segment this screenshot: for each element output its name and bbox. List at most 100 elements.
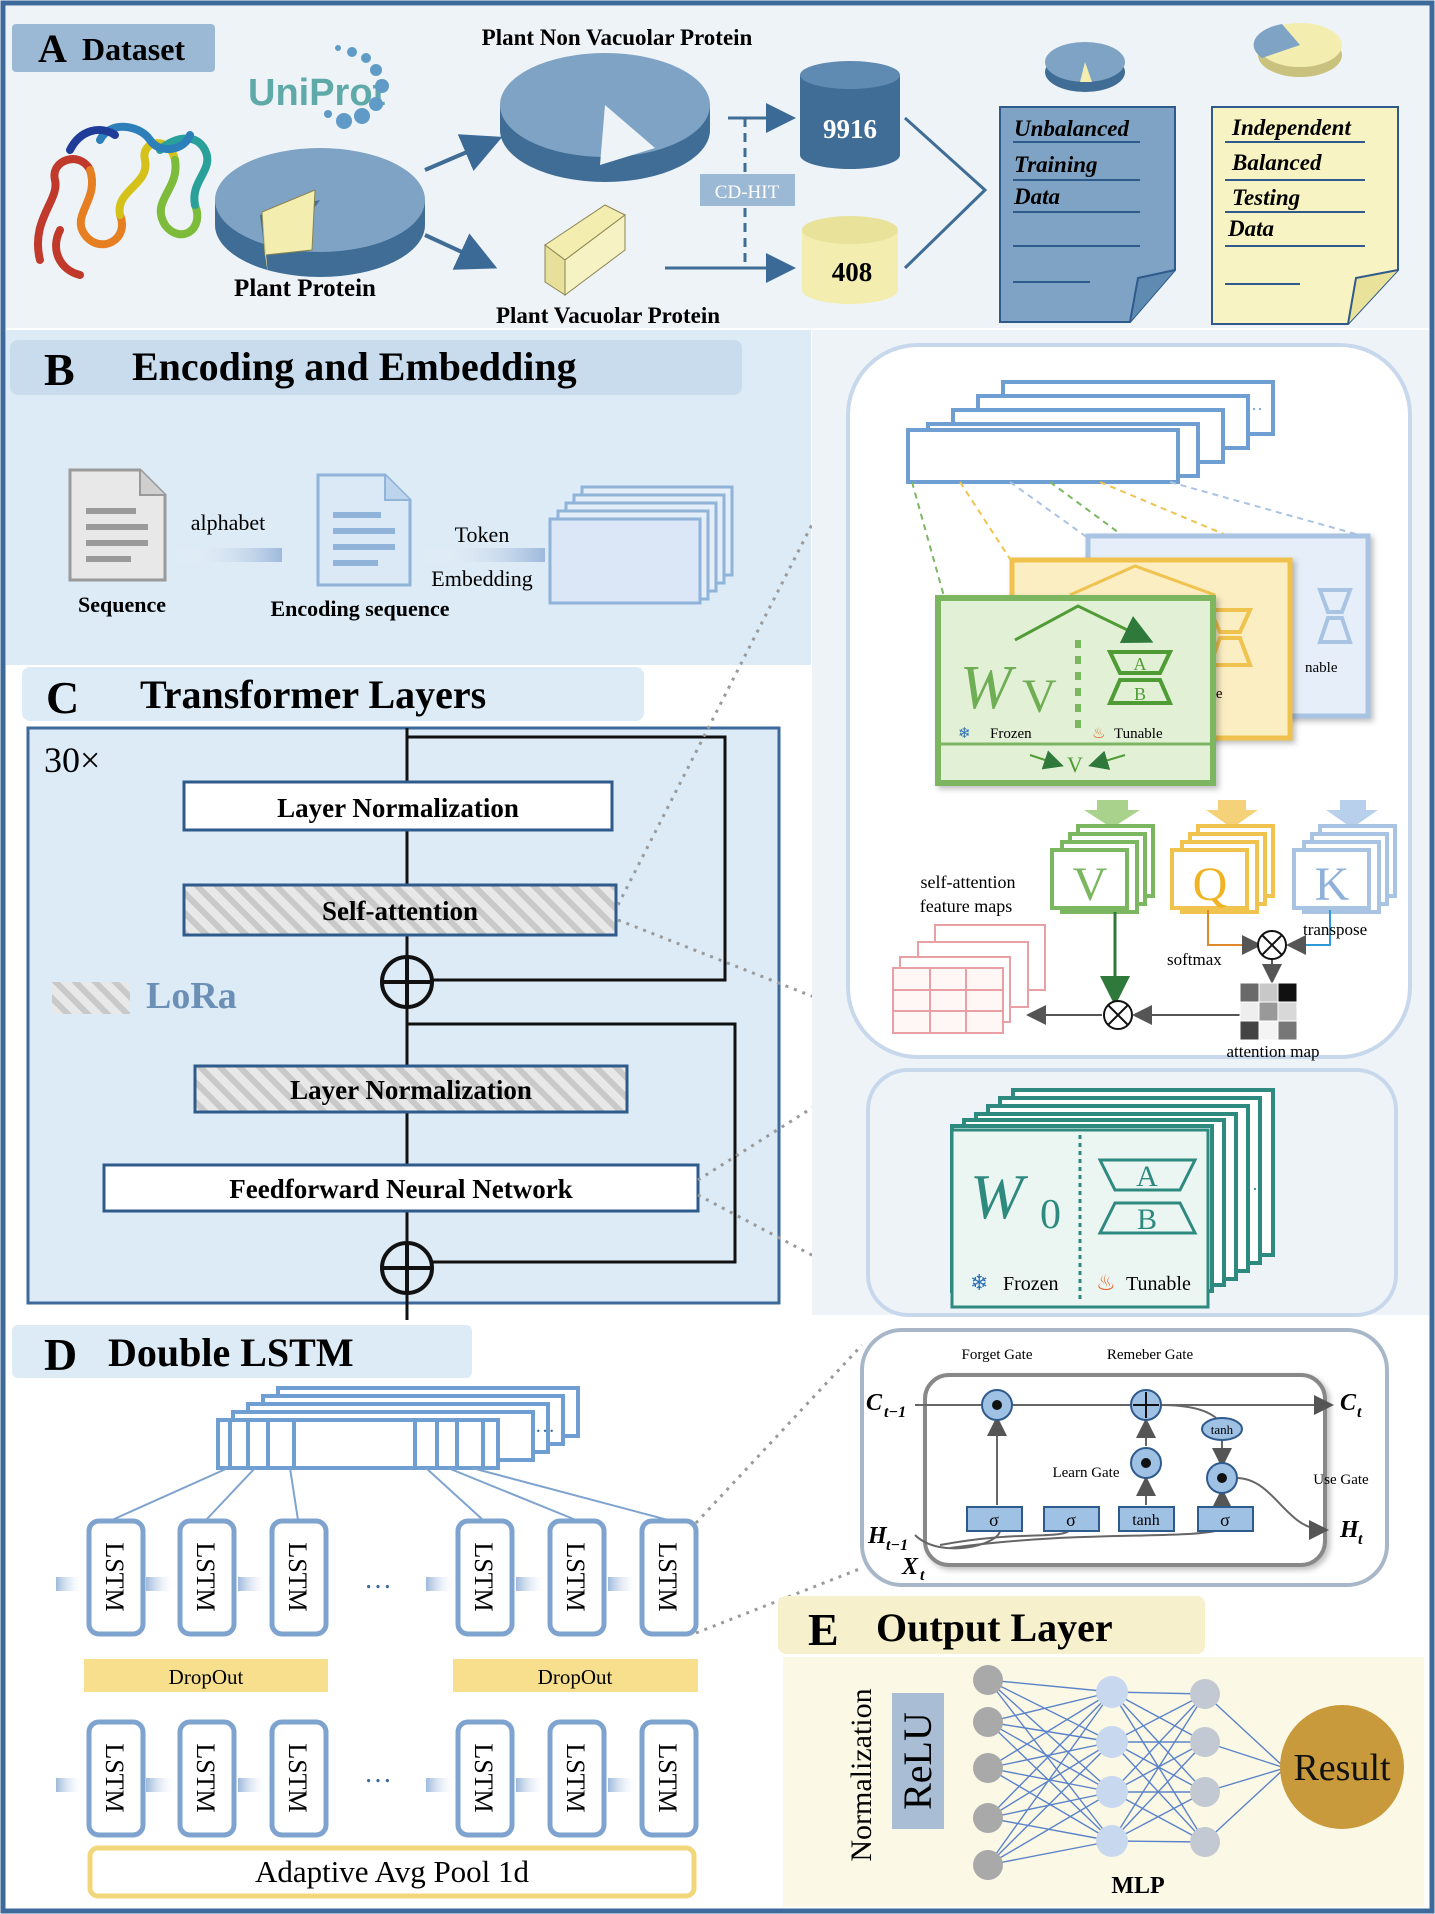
arrow-to-vacuolar — [424, 233, 498, 270]
svg-text:W: W — [960, 654, 1017, 722]
svg-text:Frozen: Frozen — [990, 726, 1032, 742]
plant-protein-label: Plant Protein — [234, 275, 376, 302]
snowflake-icon: ❄ — [970, 1270, 988, 1295]
svg-text:DropOut: DropOut — [169, 1665, 244, 1689]
svg-text:Embedding: Embedding — [431, 566, 532, 591]
svg-text:Learn Gate: Learn Gate — [1052, 1465, 1119, 1481]
vacuolar-label: Plant Vacuolar Protein — [496, 303, 720, 328]
lora-legend-swatch — [52, 982, 130, 1014]
testing-data-document: Independent Balanced Testing Data — [1211, 23, 1399, 325]
cylinder-9916: 9916 — [800, 61, 900, 169]
non-vacuolar-label: Plant Non Vacuolar Protein — [482, 25, 753, 50]
vacuolar-wedge — [544, 204, 626, 296]
training-data-document: Unbalanced Training Data — [999, 42, 1176, 323]
arrow-to-non-vacuolar — [424, 134, 503, 172]
svg-text:…: … — [364, 1564, 392, 1595]
svg-text:nable: nable — [1305, 660, 1338, 676]
count-9916: 9916 — [823, 114, 877, 144]
svg-text:LSTM: LSTM — [561, 1542, 590, 1611]
svg-text:A: A — [1136, 1160, 1158, 1193]
adaptive-pool-block — [87, 1845, 697, 1899]
lstm-row-1-labels: LSTM LSTM LSTM LSTM LSTM LSTM — [100, 1542, 682, 1611]
svg-text:Q: Q — [1193, 858, 1228, 911]
lstm-input-lines — [111, 1467, 669, 1521]
svg-text:A: A — [1134, 654, 1147, 674]
svg-text:W: W — [970, 1161, 1029, 1232]
flame-icon: ♨ — [1092, 725, 1105, 742]
token-embedding-arrow — [420, 548, 545, 562]
svg-text:V: V — [1073, 858, 1108, 911]
section-e-output: E Output Layer Normalization ReLU MLP — [778, 1596, 1424, 1907]
svg-text:LSTM: LSTM — [100, 1743, 129, 1812]
lstm-row-1-arrows — [56, 1577, 638, 1591]
svg-text:LSTM: LSTM — [469, 1542, 498, 1611]
svg-text:LoRa: LoRa — [146, 975, 237, 1017]
svg-text:LSTM: LSTM — [191, 1542, 220, 1611]
svg-text:Output Layer: Output Layer — [876, 1605, 1113, 1650]
svg-text:σ: σ — [1066, 1510, 1076, 1530]
svg-text:LSTM: LSTM — [191, 1743, 220, 1812]
svg-text:Data: Data — [1013, 184, 1060, 209]
svg-text:σ: σ — [989, 1510, 999, 1530]
svg-text:E: E — [808, 1604, 839, 1655]
snowflake-icon: ❄ — [958, 725, 971, 742]
svg-text:LSTM: LSTM — [283, 1743, 312, 1812]
svg-text:Normalization: Normalization — [845, 1688, 878, 1861]
section-a-tab — [12, 24, 215, 72]
svg-text:ReLU: ReLU — [895, 1712, 940, 1810]
svg-text:DropOut: DropOut — [538, 1665, 613, 1689]
svg-text:V: V — [1067, 752, 1083, 777]
svg-text:…: … — [1246, 1174, 1264, 1194]
svg-text:K: K — [1315, 858, 1350, 911]
svg-text:Encoding and Embedding: Encoding and Embedding — [132, 344, 577, 389]
svg-text:Self-attention: Self-attention — [322, 896, 478, 926]
section-d-double-lstm: D Double LSTM … LSTM LSTM LSTM LSTM LSTM… — [12, 1325, 864, 1899]
svg-text:Forget Gate: Forget Gate — [962, 1347, 1033, 1363]
lstm-row-1 — [86, 1518, 699, 1637]
svg-text:B: B — [44, 344, 75, 395]
k-matrix — [1292, 824, 1397, 914]
svg-text:tanh: tanh — [1132, 1512, 1160, 1529]
attention-operations — [1026, 910, 1331, 1030]
svg-text:H: H — [1339, 1517, 1360, 1543]
non-vacuolar-pie — [500, 53, 710, 182]
v-matrix — [1050, 824, 1155, 914]
mlp-input-nodes — [973, 1665, 1003, 1880]
svg-text:D: D — [44, 1329, 77, 1380]
section-c-tab — [22, 667, 644, 721]
svg-text:Independent: Independent — [1231, 115, 1351, 140]
svg-text:Use Gate: Use Gate — [1313, 1472, 1369, 1488]
svg-text:LSTM: LSTM — [283, 1542, 312, 1611]
feature-maps-stack — [892, 924, 1046, 1034]
svg-text:attention map: attention map — [1226, 1042, 1319, 1061]
mlp-hidden-nodes-1 — [1096, 1676, 1128, 1857]
svg-text:LSTM: LSTM — [100, 1542, 129, 1611]
svg-text:Remeber Gate: Remeber Gate — [1107, 1347, 1194, 1363]
layer-norm-1 — [182, 780, 614, 832]
add-circle-2 — [380, 1241, 434, 1295]
cdhit-split: CD-HIT — [665, 103, 796, 283]
tanh-node — [1201, 1417, 1243, 1441]
svg-text:…: … — [1245, 394, 1263, 414]
svg-text:t: t — [920, 1567, 925, 1584]
k-down-arrow — [1326, 800, 1378, 828]
svg-text:B: B — [1137, 1203, 1157, 1236]
relu-block — [892, 1693, 944, 1829]
svg-text:Layer Normalization: Layer Normalization — [277, 793, 519, 823]
svg-text:transpose: transpose — [1303, 920, 1367, 939]
svg-text:Tunable: Tunable — [1126, 1273, 1191, 1295]
lstm-zoom-connectors — [694, 1343, 864, 1635]
svg-text:Balanced: Balanced — [1231, 150, 1322, 175]
svg-text:LSTM: LSTM — [561, 1743, 590, 1812]
svg-text:LSTM: LSTM — [653, 1542, 682, 1611]
feedforward-block — [102, 1163, 700, 1213]
lstm-row-2 — [86, 1719, 699, 1838]
svg-text:LSTM: LSTM — [653, 1743, 682, 1812]
svg-text:Data: Data — [1227, 216, 1274, 241]
svg-text:0: 0 — [1040, 1192, 1061, 1238]
dropout-2 — [453, 1659, 698, 1692]
svg-text:self-attention: self-attention — [921, 872, 1016, 892]
svg-text:Training: Training — [1014, 152, 1098, 177]
cylinder-408: 408 — [802, 216, 898, 304]
